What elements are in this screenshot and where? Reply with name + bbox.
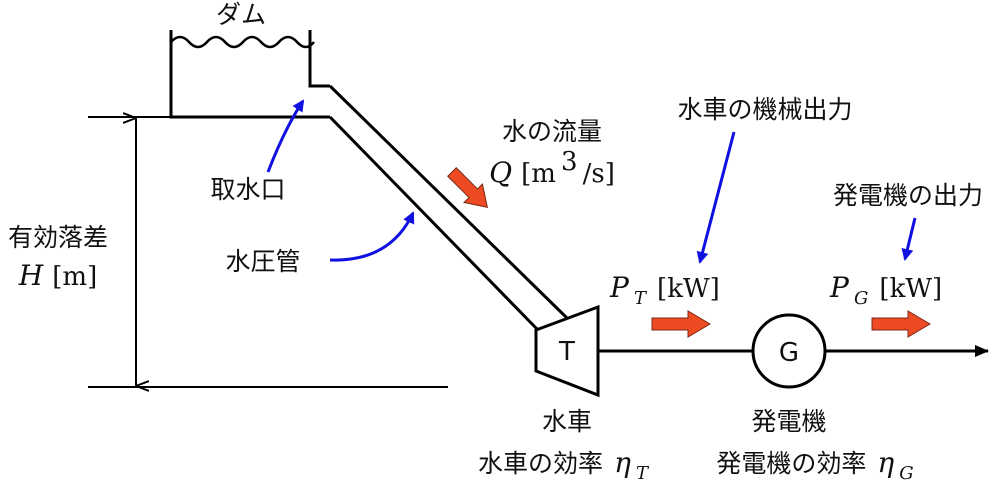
penstock-lower-wall [328,115,539,331]
turbine-power-symbol: P [609,271,630,304]
turbine-output-label: 水車の機械出力 [677,95,852,124]
flow-arrow-generator-power [871,310,931,338]
penstock-upper-wall [328,84,570,321]
flow-unit-close: /s] [583,159,615,189]
dam-wall [169,30,330,119]
flow-arrow-water [447,167,489,209]
head-dimension [88,117,448,387]
flow-formula: Q [m 3 /s] [489,147,615,189]
turbine-output-pointer-arrow [696,131,736,264]
generator-eff-symbol: η [877,446,894,479]
turbine-power-sub: T [634,288,648,309]
turbine-eff-text: 水車の効率 [478,449,603,478]
flow-symbol: Q [489,156,512,189]
penstock-pointer-arrow [329,211,415,262]
flow-arrow-turbine-power [651,310,711,338]
generator-output-label: 発電機の出力 [833,181,983,210]
intake-label: 取水口 [210,175,285,204]
generator-power-formula: P G [kW] [829,271,942,309]
turbine: T [534,304,600,398]
intake-pointer-arrow [266,99,305,173]
generator-letter: G [779,338,799,368]
penstock-pipe [328,84,570,331]
generator-power-symbol: P [829,271,850,304]
water-surface [170,35,315,49]
head-title: 有効落差 [8,223,108,252]
flow-title: 水の流量 [502,117,602,146]
turbine-name: 水車 [542,407,592,436]
generator-name: 発電機 [751,407,826,436]
head-formula: H [m] [18,259,97,292]
turbine-efficiency: 水車の効率 η T [478,446,650,484]
turbine-power-unit: [kW] [657,274,720,304]
generator-power-sub: G [854,288,868,309]
penstock-label: 水圧管 [225,247,300,276]
head-unit: [m] [52,262,97,292]
head-symbol: H [18,259,44,292]
generator-power-unit: [kW] [879,274,942,304]
dam-label: ダム [216,0,266,29]
generator-efficiency: 発電機の効率 η G [716,446,913,484]
turbine-eff-sub: T [636,463,650,484]
turbine-eff-symbol: η [614,446,631,479]
generator-eff-text: 発電機の効率 [716,449,866,478]
dam-wall-right [308,30,330,88]
generator-eff-sub: G [899,463,913,484]
generator-output-pointer-arrow [901,217,917,261]
turbine-body [534,304,600,398]
turbine-letter: T [558,337,575,367]
generator: G [751,313,827,389]
flow-unit-open: [m [521,159,556,189]
turbine-power-formula: P T [kW] [609,271,720,309]
dam-reservoir [169,30,330,119]
flow-unit-exp: 3 [561,147,578,177]
